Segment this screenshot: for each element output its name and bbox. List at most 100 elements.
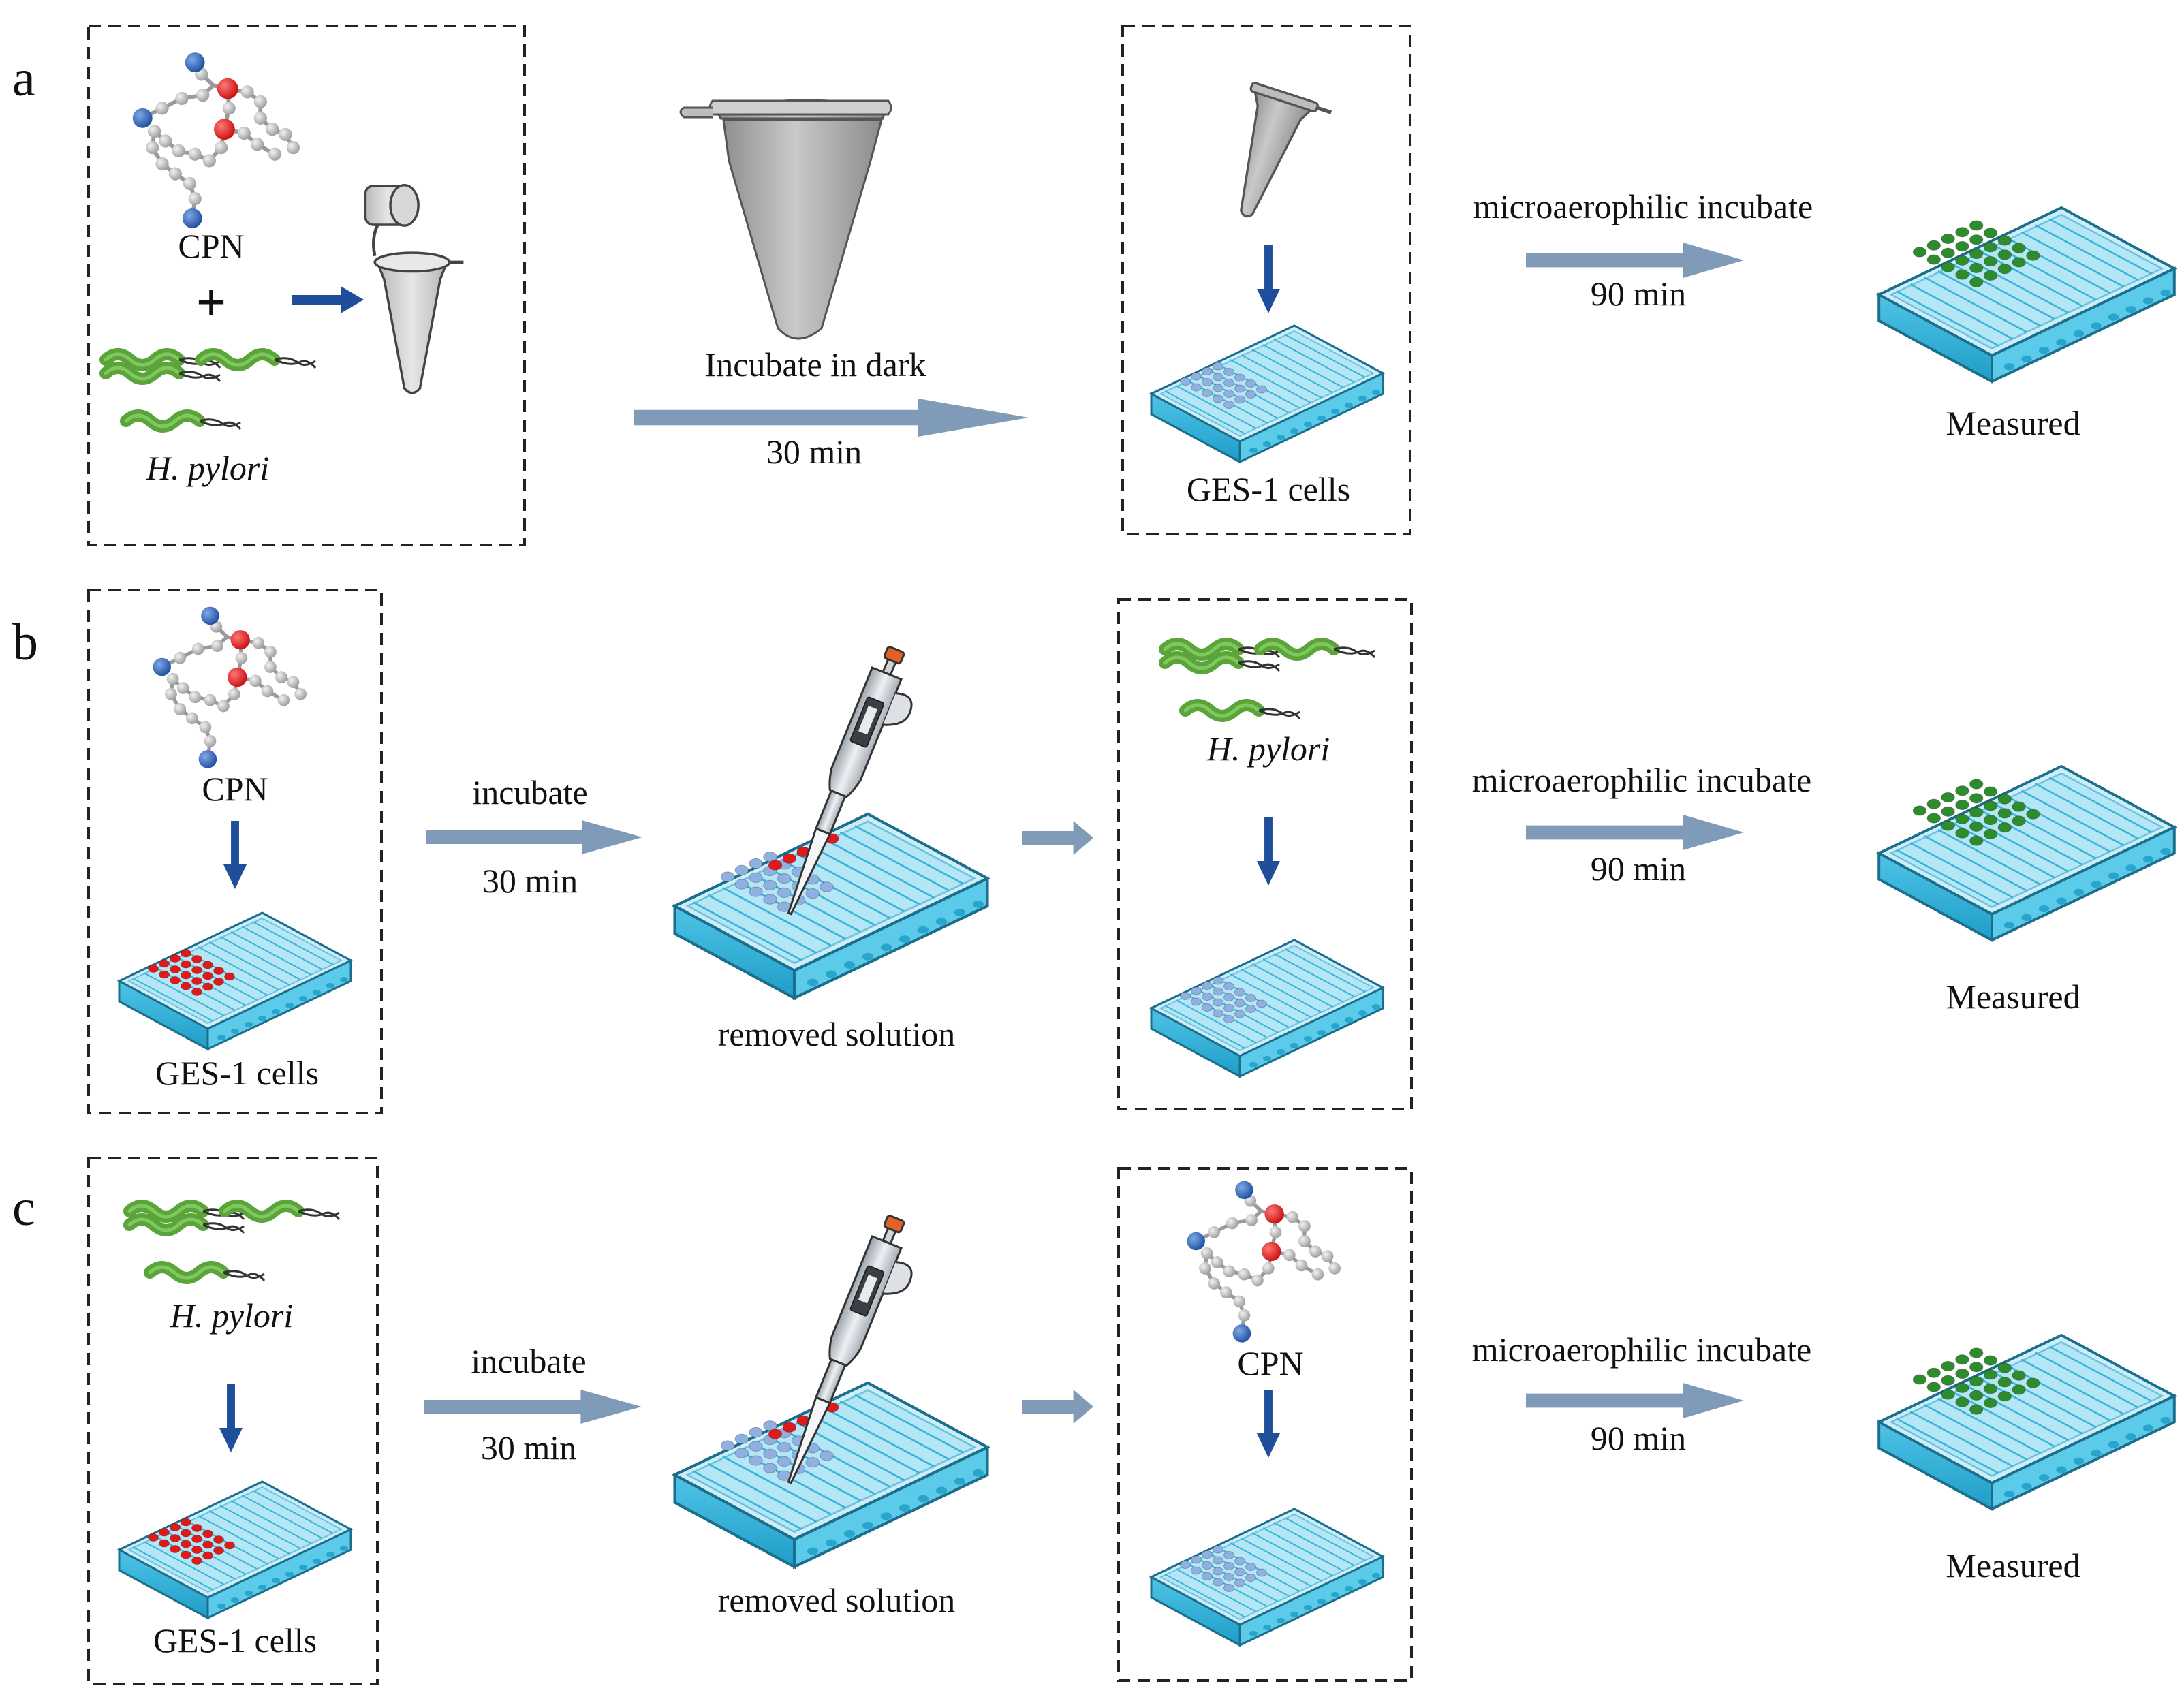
well [1983,800,1998,811]
well [1969,821,1984,832]
well [1955,255,1969,266]
well [1202,1003,1213,1012]
well [224,1541,235,1550]
well [1234,999,1245,1008]
well-plate-icon [1150,1508,1384,1647]
well [1912,805,1927,816]
molecule-icon [153,607,307,768]
well [749,858,763,869]
arrow-icon [426,820,642,854]
well [1926,798,1941,809]
well [202,982,213,991]
bacteria-icon [106,354,315,429]
well [159,970,170,979]
well [159,959,170,968]
well [1213,384,1223,392]
well [763,852,777,862]
well [181,982,191,990]
arrow-icon [219,1384,243,1452]
well [763,1448,777,1460]
panel-b: b CPN GES-1 cells incubate 30 min remove… [12,589,2176,1114]
tube-icon [679,99,892,340]
panel-c-box-pretreat [87,1157,379,1685]
well [1213,1567,1223,1576]
well [1213,976,1223,985]
well [1234,988,1245,997]
well [1997,822,2012,833]
step1-top-label: incubate [471,1342,586,1380]
h-pylori-label: H. pylori [146,449,270,487]
well [181,1540,191,1548]
tube-icon [365,185,463,393]
well [191,977,202,985]
well [1969,1404,1984,1415]
well [1926,1367,1941,1378]
well [202,1540,213,1549]
well [777,887,792,899]
well [1245,379,1256,388]
well [1202,378,1213,386]
well [777,873,792,884]
well [1223,1015,1234,1023]
well [1213,362,1223,371]
well [1969,1390,1984,1401]
well [1955,1368,1969,1379]
well [1213,1009,1223,1018]
well [1180,1561,1191,1569]
well [749,1441,763,1452]
well [749,1426,763,1438]
well [1969,234,1984,245]
well [1969,807,1984,818]
well [1202,993,1213,1001]
well [1213,1578,1223,1587]
well [170,1545,181,1553]
well [1234,1578,1245,1587]
well [1941,233,1955,245]
well [1223,1573,1234,1581]
arrow-icon [1526,815,1744,850]
well [1955,785,1969,796]
step2-bottom-label: 90 min [1591,1419,1686,1457]
well [749,886,763,897]
well [191,966,202,974]
well [1191,997,1202,1006]
well [1223,1584,1234,1592]
well [1180,992,1191,1000]
well [170,976,181,984]
well [1997,264,2012,275]
cpn-label: CPN [178,227,244,265]
well [1191,372,1202,381]
well [1969,220,1984,231]
well-plate-icon [118,1480,352,1619]
well [1223,1004,1234,1012]
well [2012,243,2026,253]
well [1969,1375,1984,1387]
well [1941,1360,1955,1372]
well [1941,820,1955,831]
arrow-icon [1526,1383,1744,1418]
well [224,972,235,981]
well [1256,999,1267,1008]
well [1223,982,1234,990]
well [170,965,181,973]
well [1234,395,1245,404]
well [1926,813,1941,824]
arrow-icon [1022,821,1093,855]
removed-solution-label: removed solution [718,1581,956,1619]
well [782,1422,797,1433]
arrow-icon [223,821,247,889]
well [202,961,213,969]
well [1997,249,2012,260]
well-plate-icon [1150,324,1384,463]
well [1997,794,2012,805]
well [1969,1362,1984,1373]
panel-letter-a: a [12,50,35,107]
well-plate-icon [118,911,352,1050]
step1-top-label: incubate [472,773,587,811]
well [805,888,820,899]
well [170,954,181,963]
well [1997,808,2012,819]
well-plate-icon [1150,939,1384,1078]
well [1234,1567,1245,1576]
well [181,1529,191,1538]
